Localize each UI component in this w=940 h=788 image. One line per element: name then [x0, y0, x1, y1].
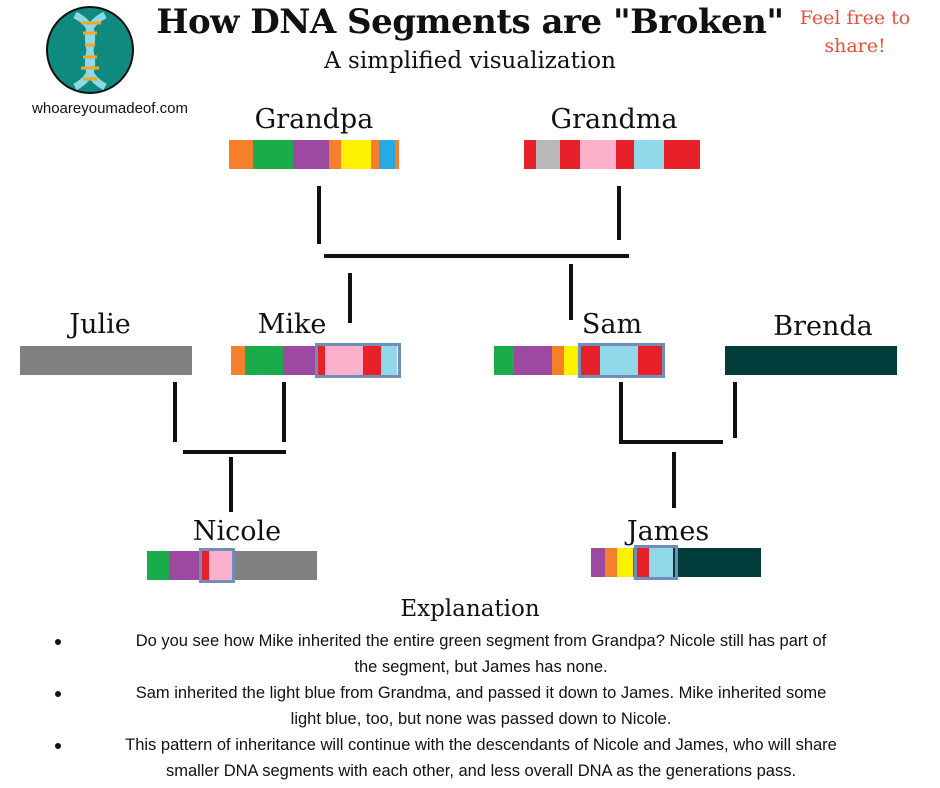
dna-segment-orange — [231, 346, 245, 375]
tree-line — [317, 186, 321, 244]
dna-segment-gray — [536, 140, 560, 169]
dna-bar-james — [591, 548, 761, 577]
dna-segment-darkgray — [233, 551, 317, 580]
dna-segment-lightblue — [381, 346, 397, 375]
dna-bar-julie — [20, 346, 192, 375]
dna-segment-orange — [371, 140, 379, 169]
dna-bar-grandma — [524, 140, 700, 169]
dna-segment-orange — [329, 140, 341, 169]
dna-segment-darkgray — [20, 346, 192, 375]
segment-highlight-nicole — [199, 548, 235, 583]
dna-segment-red — [560, 140, 580, 169]
dna-segment-darkteal — [725, 346, 897, 375]
segment-highlight-sam — [578, 343, 665, 378]
share-note: Feel free to share! — [785, 4, 925, 60]
dna-segment-yellow — [564, 346, 580, 375]
dna-segment-green — [147, 551, 169, 580]
list-item: Do you see how Mike inherited the entire… — [40, 628, 900, 680]
dna-bar-grandpa — [229, 140, 399, 169]
name-sam: Sam — [581, 309, 643, 340]
tree-line — [183, 450, 286, 454]
dna-helix-icon — [46, 6, 134, 94]
name-brenda: Brenda — [773, 311, 873, 342]
tree-line — [619, 382, 623, 442]
name-mike: Mike — [257, 309, 327, 340]
bullet-icon — [55, 639, 61, 645]
dna-segment-yellow — [617, 548, 633, 577]
dna-segment-pink — [209, 551, 233, 580]
dna-segment-purple — [169, 551, 199, 580]
list-item-line1: Sam inherited the light blue from Grandm… — [135, 684, 827, 702]
explanation-title: Explanation — [400, 596, 540, 622]
dna-segment-red — [633, 548, 649, 577]
dna-segment-purple — [514, 346, 552, 375]
dna-segment-darkteal — [673, 548, 761, 577]
share-note-line1: Feel free to — [799, 7, 911, 29]
list-item-line2: smaller DNA segments with each other, an… — [165, 762, 797, 780]
dna-bar-sam — [494, 346, 662, 375]
list-item-line1: This pattern of inheritance will continu… — [125, 736, 837, 754]
dna-segment-orange — [605, 548, 617, 577]
dna-segment-pink — [580, 140, 616, 169]
dna-segment-green — [245, 346, 283, 375]
tree-line — [733, 382, 737, 438]
dna-segment-lightblue — [649, 548, 673, 577]
name-james: James — [626, 516, 710, 547]
page-subtitle: A simplified visualization — [324, 48, 616, 74]
tree-line — [617, 186, 621, 240]
tree-line — [619, 440, 723, 444]
dna-segment-lightblue — [600, 346, 638, 375]
segment-highlight-james — [634, 545, 678, 580]
dna-segment-orange — [229, 140, 253, 169]
name-grandpa: Grandpa — [254, 104, 374, 135]
bullet-icon — [55, 743, 61, 749]
list-item: This pattern of inheritance will continu… — [40, 732, 900, 784]
list-item-line2: the segment, but James has none. — [354, 658, 608, 676]
dna-segment-red — [524, 140, 536, 169]
dna-segment-purple — [591, 548, 605, 577]
dna-segment-red — [664, 140, 700, 169]
dna-segment-yellow — [341, 140, 371, 169]
name-grandma: Grandma — [550, 104, 678, 135]
share-note-line2: share! — [824, 35, 886, 57]
tree-line — [348, 273, 352, 323]
tree-line — [672, 452, 676, 508]
name-julie: Julie — [69, 309, 131, 340]
dna-segment-orange — [552, 346, 564, 375]
dna-bar-brenda — [725, 346, 897, 375]
dna-segment-green — [494, 346, 514, 375]
tree-line — [569, 264, 573, 320]
list-item-line1: Do you see how Mike inherited the entire… — [135, 632, 827, 650]
page-title: How DNA Segments are "Broken" — [156, 2, 784, 42]
list-item: Sam inherited the light blue from Grandm… — [40, 680, 900, 732]
site-url: whoareyoumadeof.com — [32, 100, 188, 117]
dna-segment-pink — [325, 346, 363, 375]
dna-bar-nicole — [147, 551, 317, 580]
dna-segment-red — [638, 346, 662, 375]
dna-segment-red — [616, 140, 634, 169]
dna-segment-purple — [283, 346, 315, 375]
tree-line — [229, 457, 233, 512]
list-item-line2: light blue, too, but none was passed dow… — [290, 710, 672, 728]
dna-segment-red — [363, 346, 381, 375]
dna-segment-purple — [293, 140, 329, 169]
tree-line — [324, 254, 629, 258]
bullet-icon — [55, 691, 61, 697]
dna-segment-red — [580, 346, 600, 375]
dna-segment-green — [253, 140, 293, 169]
site-logo — [45, 5, 135, 95]
dna-segment-red — [199, 551, 209, 580]
dna-bar-mike — [231, 346, 397, 375]
dna-segment-blue — [379, 140, 395, 169]
name-nicole: Nicole — [192, 516, 282, 547]
segment-highlight-mike — [315, 343, 401, 378]
tree-line — [282, 382, 286, 442]
dna-segment-orange — [395, 140, 399, 169]
explanation-list: Do you see how Mike inherited the entire… — [40, 628, 900, 784]
dna-segment-red — [315, 346, 325, 375]
tree-line — [173, 382, 177, 442]
dna-segment-lightblue — [634, 140, 664, 169]
